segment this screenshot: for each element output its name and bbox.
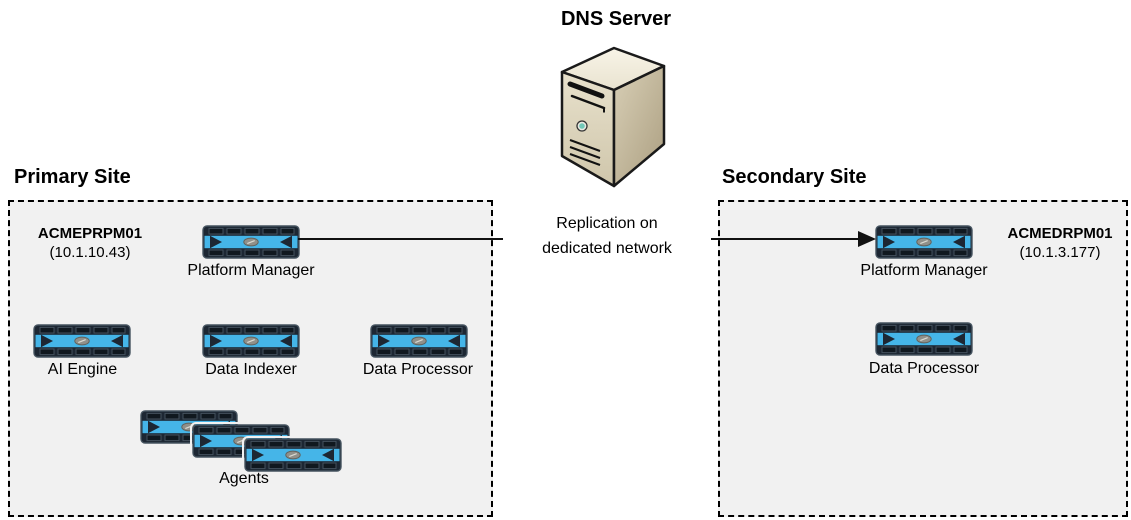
secondary-pm-host: ACMEDRPM01 (10.1.3.177): [990, 224, 1130, 262]
secondary-site-title: Secondary Site: [722, 166, 867, 188]
primary-pm-hostname: ACMEPRPM01: [37, 225, 143, 242]
agent-icon: [244, 438, 342, 472]
replication-label-line2: dedicated network: [542, 240, 672, 257]
primary-site-title: Primary Site: [14, 166, 131, 188]
data-indexer-label: Data Indexer: [205, 361, 297, 378]
replication-label-line1: Replication on: [556, 215, 658, 232]
dns-server-label: DNS Server: [560, 8, 672, 30]
ai-engine-label: AI Engine: [47, 361, 118, 378]
primary-platform-manager-icon: [202, 225, 300, 259]
primary-data-processor-label: Data Processor: [362, 361, 474, 378]
ai-engine-icon: [33, 324, 131, 358]
data-indexer-icon: [202, 324, 300, 358]
primary-pm-ip: (10.1.10.43): [49, 244, 131, 261]
primary-data-processor-icon: [370, 324, 468, 358]
secondary-pm-hostname: ACMEDRPM01: [1007, 225, 1113, 242]
secondary-data-processor-icon: [875, 322, 973, 356]
replication-label: Replication on dedicated network: [503, 211, 711, 261]
secondary-platform-manager-icon: [875, 225, 973, 259]
secondary-data-processor-label: Data Processor: [868, 360, 980, 377]
primary-platform-manager-label: Platform Manager: [187, 262, 315, 279]
secondary-pm-ip: (10.1.3.177): [1019, 244, 1101, 261]
secondary-platform-manager-label: Platform Manager: [860, 262, 988, 279]
agents-label: Agents: [219, 470, 269, 487]
dns-server-icon: [556, 38, 670, 190]
primary-pm-host: ACMEPRPM01 (10.1.10.43): [20, 224, 160, 262]
replication-arrowhead: [858, 231, 876, 247]
